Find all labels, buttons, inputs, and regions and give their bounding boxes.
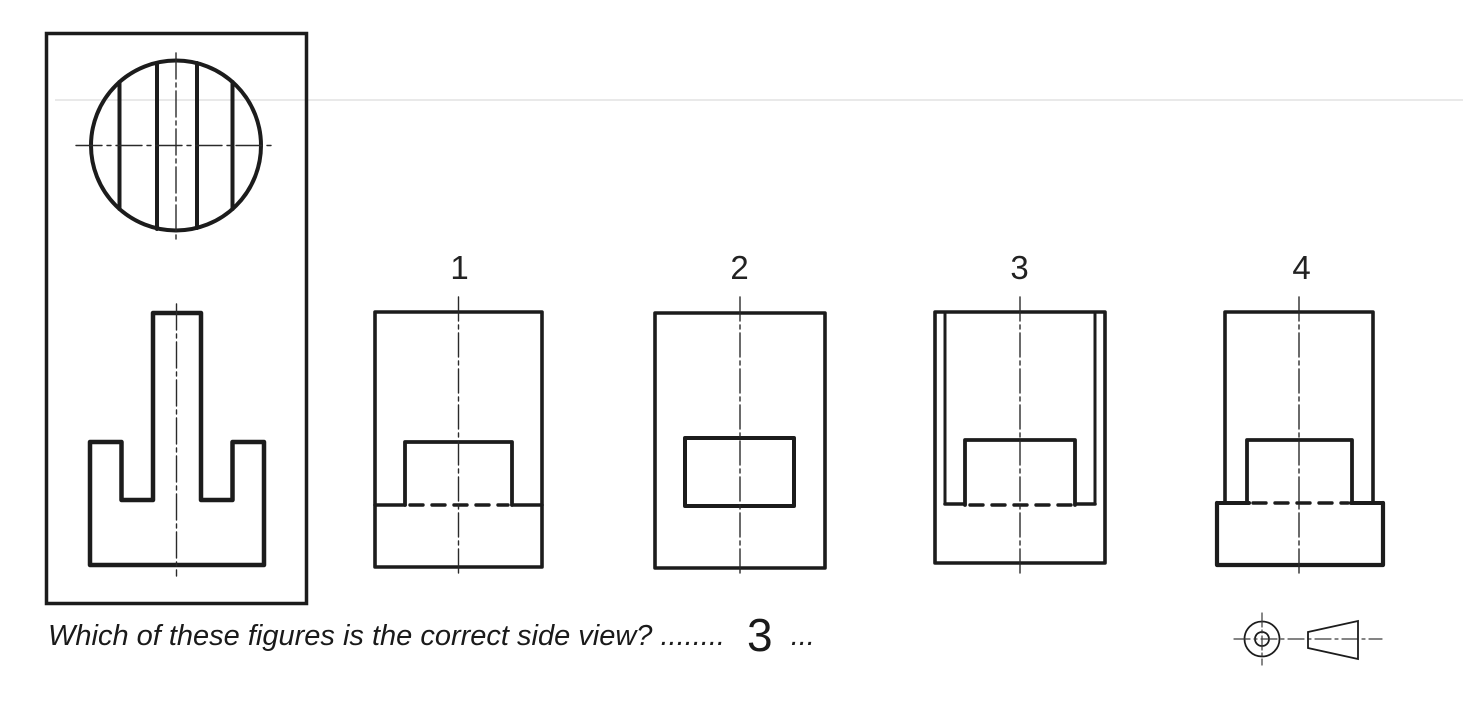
option-3-drawing <box>933 296 1107 576</box>
reference-box-border <box>44 31 309 606</box>
answer-trailing-dots: ... <box>790 620 815 652</box>
scan-artifact-line <box>55 99 1463 101</box>
first-angle-projection-icon <box>1233 612 1383 666</box>
option-4-label: 4 <box>1292 249 1312 286</box>
reference-top-view <box>75 52 273 243</box>
projection-frustum <box>1307 619 1359 661</box>
answer-blank-dots[interactable]: ........ <box>660 620 725 652</box>
option-2-label: 2 <box>730 249 750 286</box>
option-3-label: 3 <box>1010 249 1030 286</box>
question-text: Which of these figures is the correct si… <box>48 609 815 661</box>
option-4-inner-bracket <box>1245 438 1354 505</box>
option-2-drawing <box>653 296 827 578</box>
front-view-outline <box>87 310 267 568</box>
option-1-label: 1 <box>450 249 470 286</box>
reference-drawing-box <box>44 31 309 606</box>
option-4-drawing <box>1214 296 1386 578</box>
option-4-base <box>1214 500 1386 568</box>
option-3-inner-bracket <box>963 438 1077 507</box>
question-prompt: Which of these figures is the correct si… <box>48 620 653 652</box>
option-1-drawing <box>373 296 544 578</box>
reference-front-view <box>87 303 267 577</box>
